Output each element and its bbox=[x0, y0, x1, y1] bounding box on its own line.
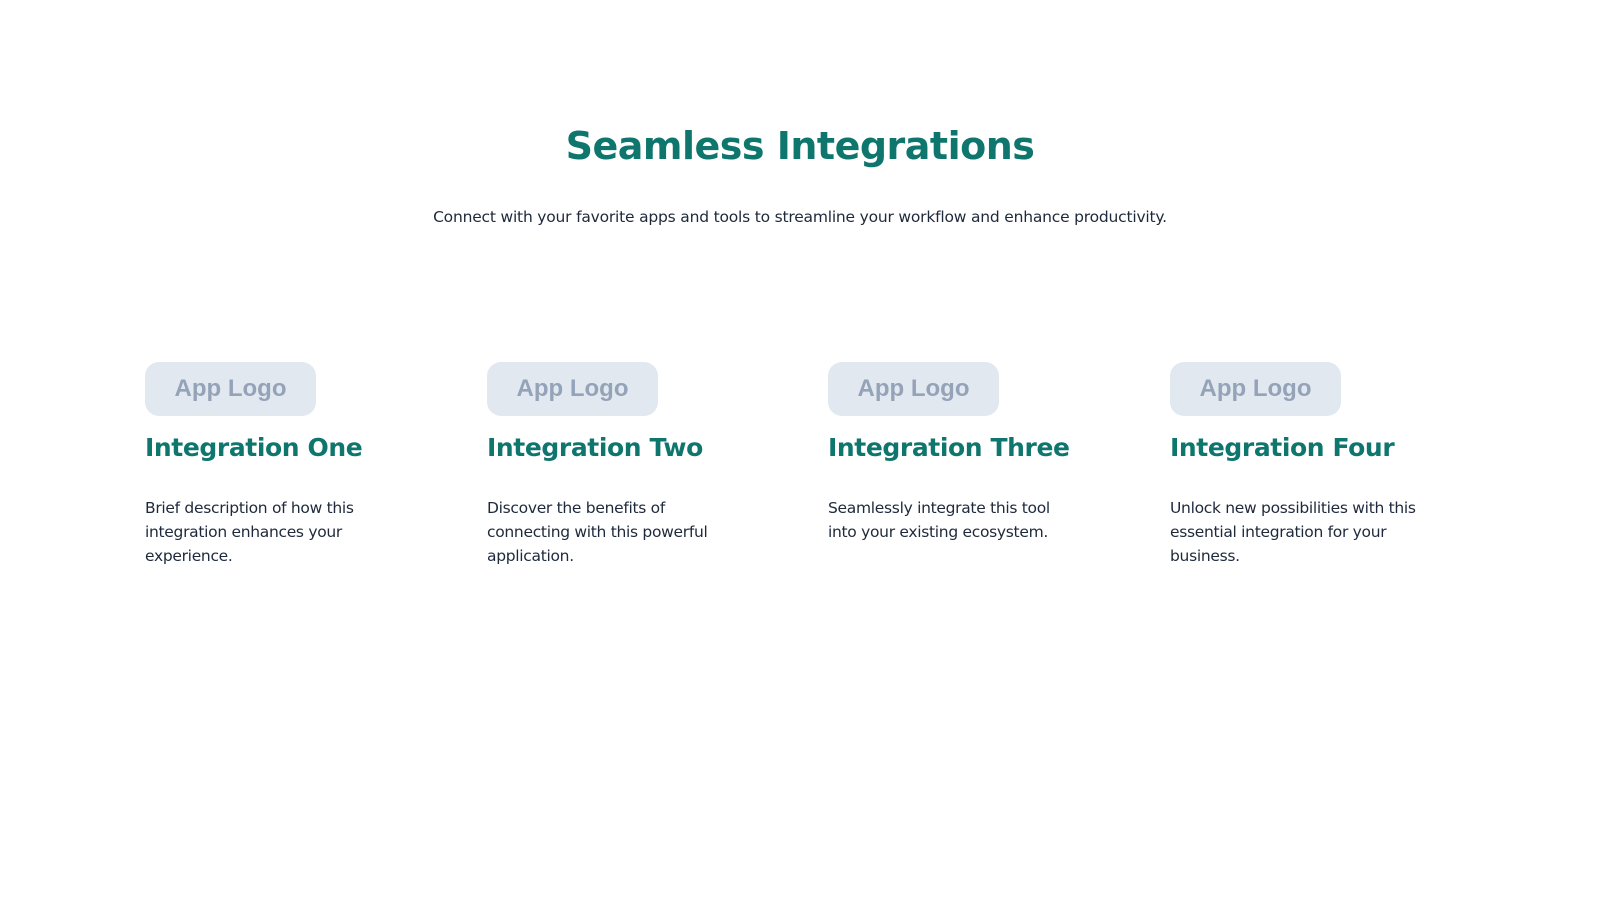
integration-title: Integration One bbox=[145, 433, 363, 462]
integration-card: App Logo Integration Three Seamlessly in… bbox=[828, 362, 1128, 544]
app-logo-placeholder: App Logo bbox=[1170, 362, 1341, 416]
integration-title: Integration Two bbox=[487, 433, 703, 462]
integration-title: Integration Four bbox=[1170, 433, 1395, 462]
integration-description: Discover the benefits of connecting with… bbox=[487, 499, 708, 565]
integrations-grid: App Logo Integration One Brief descripti… bbox=[145, 362, 1545, 602]
integration-card: App Logo Integration Two Discover the be… bbox=[487, 362, 787, 568]
app-logo-placeholder: App Logo bbox=[487, 362, 658, 416]
app-logo-placeholder: App Logo bbox=[828, 362, 999, 416]
section-subtitle: Connect with your favorite apps and tool… bbox=[433, 208, 1167, 226]
integration-description: Unlock new possibilities with this essen… bbox=[1170, 499, 1416, 565]
integration-card: App Logo Integration Four Unlock new pos… bbox=[1170, 362, 1470, 568]
integration-description: Brief description of how this integratio… bbox=[145, 499, 354, 565]
integration-title: Integration Three bbox=[828, 433, 1070, 462]
integration-card: App Logo Integration One Brief descripti… bbox=[145, 362, 445, 568]
integration-description: Seamlessly integrate this tool into your… bbox=[828, 499, 1050, 541]
app-logo-placeholder: App Logo bbox=[145, 362, 316, 416]
section-title: Seamless Integrations bbox=[565, 124, 1035, 168]
